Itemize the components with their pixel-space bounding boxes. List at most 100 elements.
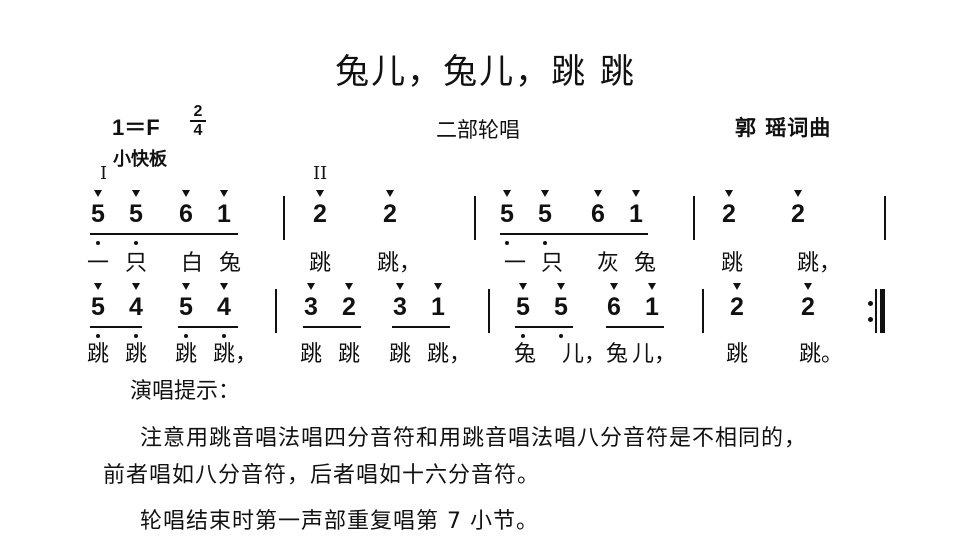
octave-dot-low (521, 334, 525, 338)
note: 5 (516, 293, 530, 321)
staccato-mark (632, 190, 640, 197)
note: 5 (554, 293, 568, 321)
note: 5 (129, 200, 143, 228)
hint-line-3: 轮唱结束时第一声部重复唱第 7 小节。 (140, 509, 539, 534)
octave-dot-low (543, 241, 547, 245)
staccato-mark (594, 190, 602, 197)
octave-dot-low (96, 334, 100, 338)
time-signature: 2 4 (190, 103, 206, 139)
octave-dot-low (559, 334, 563, 338)
barline (283, 196, 285, 240)
final-barline-thin (875, 289, 877, 333)
octave-dot-low (134, 334, 138, 338)
staccato-mark (396, 283, 404, 290)
lyric-syllable: 跳 (125, 342, 148, 367)
hint-line-1: 注意用跳音唱法唱四分音符和用跳音唱法唱八分音符是不相同的， (140, 426, 808, 451)
staccato-mark (541, 190, 549, 197)
eighth-beam (303, 326, 361, 328)
note: 5 (179, 293, 193, 321)
eighth-beam (606, 326, 664, 328)
lyric-syllable: 跳 (721, 251, 744, 276)
tempo-marking: 小快板 (113, 149, 167, 170)
note: 3 (393, 293, 407, 321)
barline (488, 289, 490, 333)
eighth-beam (515, 326, 573, 328)
repeat-dot (868, 317, 873, 322)
barline (275, 289, 277, 333)
staccato-mark (182, 283, 190, 290)
staccato-mark (220, 283, 228, 290)
final-barline-thick (880, 289, 885, 333)
lyric-syllable: 儿，兔 (562, 342, 629, 367)
staccato-mark (132, 283, 140, 290)
staccato-mark (557, 283, 565, 290)
part-marker-1: I (100, 163, 108, 184)
barline (884, 196, 886, 240)
eighth-beam (500, 233, 648, 235)
lyric-syllable: 灰 (597, 251, 620, 276)
repeat-dot (868, 301, 873, 306)
eighth-beam (90, 233, 238, 235)
song-credit: 郭 瑶词曲 (735, 116, 832, 140)
key-signature: 1＝F (112, 115, 160, 140)
staccato-mark (182, 190, 190, 197)
lyric-syllable: 一 (504, 251, 527, 276)
note: 6 (179, 200, 193, 228)
staccato-mark (434, 283, 442, 290)
lyric-syllable: 兔 (634, 251, 657, 276)
barline (474, 196, 476, 240)
lyric-syllable: 只 (125, 251, 148, 276)
note: 4 (217, 293, 231, 321)
staccato-mark (804, 283, 812, 290)
note: 5 (500, 200, 514, 228)
hint-line-2: 前者唱如八分音符，后者唱如十六分音符。 (103, 463, 541, 488)
lyric-syllable: 跳 (309, 251, 332, 276)
staccato-mark (794, 190, 802, 197)
staccato-mark (220, 190, 228, 197)
staccato-mark (610, 283, 618, 290)
time-signature-top: 2 (193, 103, 203, 120)
time-signature-bottom: 4 (193, 122, 203, 139)
note: 2 (383, 200, 397, 228)
barline (702, 289, 704, 333)
eighth-beam (178, 326, 238, 328)
lyric-syllable: 跳 (338, 342, 361, 367)
note: 1 (629, 200, 643, 228)
octave-dot-low (505, 241, 509, 245)
barline (693, 196, 695, 240)
lyric-syllable: 只 (541, 251, 564, 276)
staccato-mark (94, 283, 102, 290)
staccato-mark (725, 190, 733, 197)
note: 2 (313, 200, 327, 228)
note: 5 (91, 200, 105, 228)
octave-dot-low (134, 241, 138, 245)
note: 4 (129, 293, 143, 321)
lyric-syllable: 兔 (514, 342, 537, 367)
staccato-mark (132, 190, 140, 197)
eighth-beam (90, 326, 142, 328)
note: 1 (645, 293, 659, 321)
lyric-syllable: 白 (181, 251, 204, 276)
note: 3 (304, 293, 318, 321)
note: 6 (591, 200, 605, 228)
lyric-syllable: 跳， (377, 251, 422, 276)
note: 5 (538, 200, 552, 228)
lyric-syllable: 跳， (797, 251, 842, 276)
note: 2 (730, 293, 744, 321)
lyric-syllable: 跳 (726, 342, 749, 367)
note: 2 (791, 200, 805, 228)
note: 5 (91, 293, 105, 321)
octave-dot-low (184, 334, 188, 338)
note: 2 (801, 293, 815, 321)
lyric-syllable: 跳， (213, 342, 258, 367)
hints-title: 演唱提示： (130, 379, 241, 404)
eighth-beam (392, 326, 450, 328)
lyric-syllable: 跳 (389, 342, 412, 367)
staccato-mark (648, 283, 656, 290)
song-subtitle: 二部轮唱 (436, 118, 520, 142)
staccato-mark (503, 190, 511, 197)
lyric-syllable: 跳 (87, 342, 110, 367)
lyric-syllable: 跳， (427, 342, 472, 367)
note: 6 (607, 293, 621, 321)
staccato-mark (94, 190, 102, 197)
